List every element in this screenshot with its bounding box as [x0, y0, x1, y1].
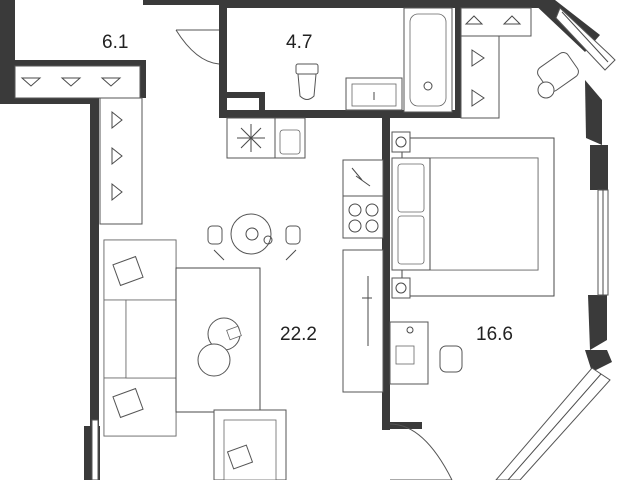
- area-label-bathroom: 4.7: [286, 32, 313, 53]
- area-label-bedroom: 16.6: [476, 324, 513, 345]
- bed: [391, 137, 555, 297]
- coffee-table: [197, 317, 242, 377]
- corner-chair: [537, 52, 579, 99]
- nightstands: [391, 131, 411, 299]
- windows: [91, 7, 616, 480]
- area-label-hall: 6.1: [102, 32, 129, 53]
- desk: [389, 321, 463, 385]
- bedroom-wardrobe: [460, 7, 532, 119]
- hall-wardrobe: [14, 65, 143, 225]
- area-label-living: 22.2: [280, 324, 317, 345]
- kitchen: [226, 117, 384, 393]
- walls: [0, 0, 612, 480]
- armchair: [213, 409, 287, 480]
- hall-door: [175, 29, 220, 65]
- bathroom-fixtures: [295, 7, 453, 113]
- bedroom-door: [389, 423, 453, 480]
- dining-set: [207, 213, 301, 261]
- sofa: [103, 239, 177, 437]
